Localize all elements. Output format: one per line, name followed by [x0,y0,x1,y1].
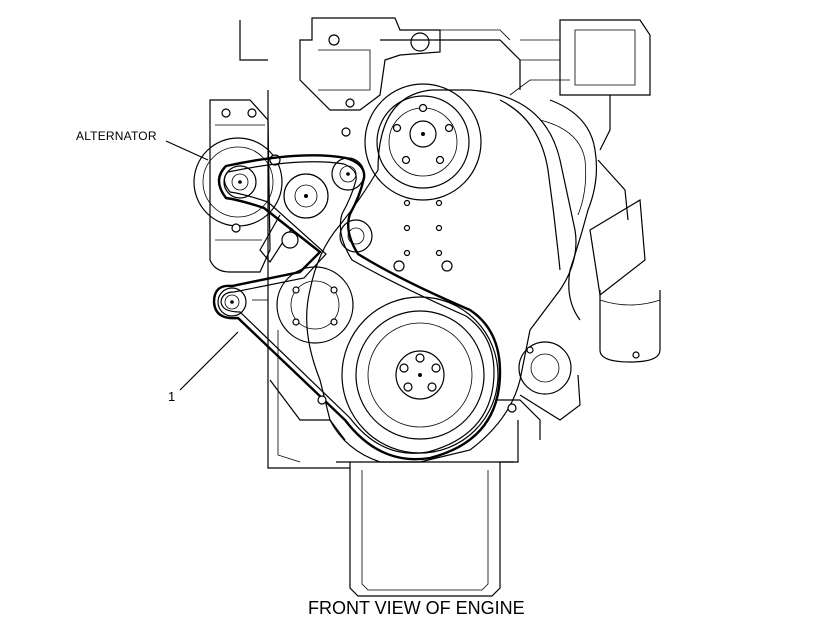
fuel-lines [499,79,598,321]
fuel-filter-base [520,19,651,221]
fuel-transfer-pump [518,341,581,421]
oil-pan [336,461,514,597]
alternator-pulley [223,165,257,199]
serpentine-belt [212,154,502,461]
front-support [269,379,541,441]
callout-1-label: 1 [168,389,176,404]
oil-filter [589,198,661,363]
front-cover [306,89,577,463]
engine-block [239,20,519,469]
crankshaft-damper [341,296,499,454]
alternator [193,99,283,273]
water-pump-pulley [364,83,482,201]
belt-pulley-left [217,287,247,317]
alternator-label: ALTERNATOR [76,129,157,143]
figure-caption: FRONT VIEW OF ENGINE [308,598,525,618]
leader-alternator [165,140,209,161]
thermostat-housing [299,17,521,137]
leader-callout-1 [179,331,239,391]
fan-drive-hub [276,266,354,344]
